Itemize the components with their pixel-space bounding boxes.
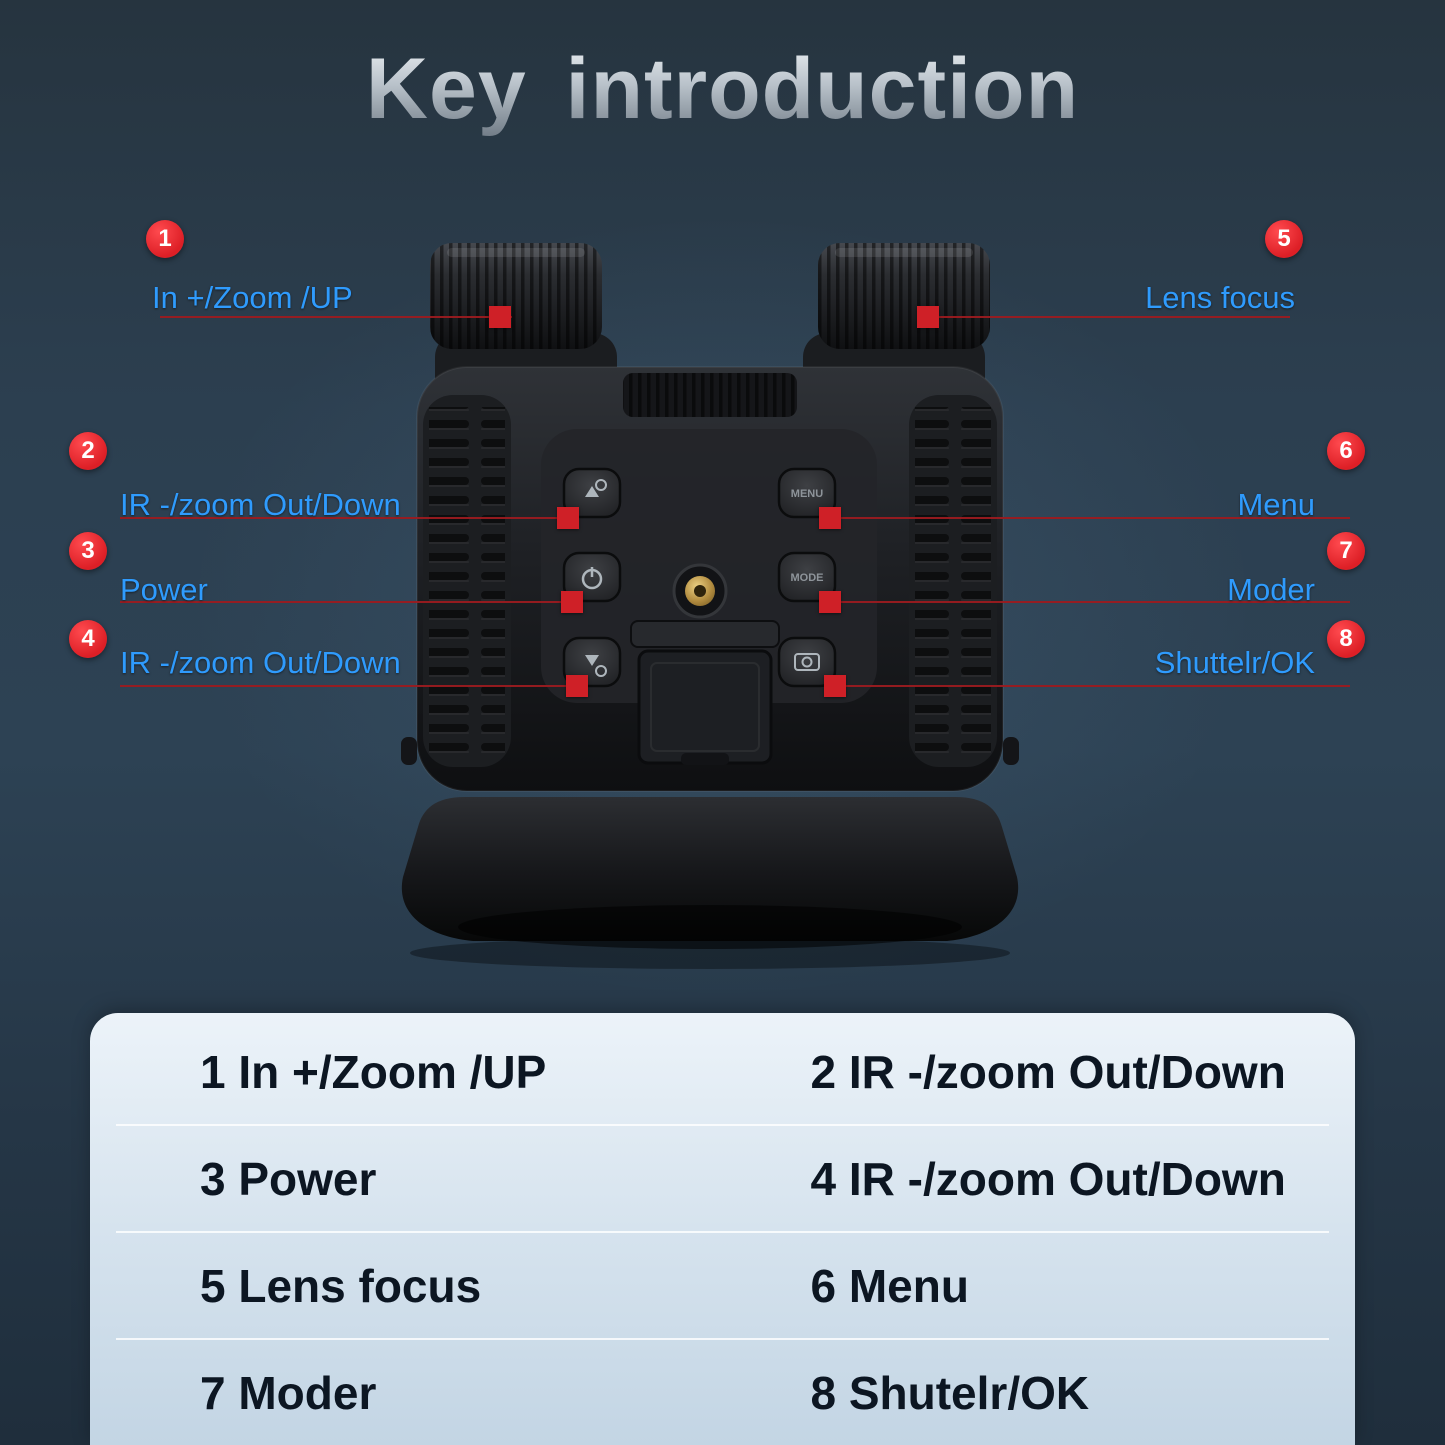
binoculars-illustration: MENU MODE (401, 243, 1019, 969)
left-focus-knob (430, 243, 602, 349)
left-grip (423, 395, 511, 767)
table-row: 3 Power 4 IR -/zoom Out/Down (116, 1124, 1329, 1231)
callout-label-3: Power (120, 572, 208, 607)
magnifier-icon (595, 479, 607, 491)
marker-3 (561, 591, 583, 613)
callout-label-2: IR -/zoom Out/Down (120, 487, 401, 522)
zoom-up-icon (585, 486, 599, 497)
callout-label-1: In +/Zoom /UP (152, 280, 353, 315)
callout-badge-1: 1 (146, 220, 184, 258)
table-cell: 6 Menu (810, 1259, 969, 1312)
right-strap-lug (1003, 737, 1019, 765)
marker-4 (566, 675, 588, 697)
center-rib-texture (623, 373, 797, 417)
device-button-zoom-down (562, 636, 622, 688)
table-cell: 3 Power (200, 1152, 377, 1205)
marker-2 (557, 507, 579, 529)
connector-line-1 (160, 316, 512, 318)
callout-label-4: IR -/zoom Out/Down (120, 645, 401, 680)
device-body-outline (416, 366, 1004, 792)
tripod-mount (672, 563, 728, 619)
camera-lens-icon (801, 656, 813, 668)
marker-5 (917, 306, 939, 328)
page-title: Key introduction (0, 40, 1445, 139)
mode-button-label: MODE (791, 572, 824, 584)
zoom-down-icon (585, 655, 599, 666)
magnifier-icon-2 (595, 665, 607, 677)
marker-8 (824, 675, 846, 697)
callout-badge-4: 4 (69, 620, 107, 658)
callout-badge-3: 3 (69, 532, 107, 570)
device-button-power (562, 551, 622, 603)
connector-line-5 (930, 316, 1290, 318)
callout-badge-6: 6 (1327, 432, 1365, 470)
connector-line-7 (838, 601, 1350, 603)
callout-label-7: Moder (1227, 572, 1315, 607)
device-button-zoom-up (562, 467, 622, 519)
connector-line-8 (843, 685, 1350, 687)
table-cell: 5 Lens focus (200, 1259, 482, 1312)
eyecup-opening (458, 905, 962, 949)
callout-label-6: Menu (1237, 487, 1315, 522)
table-cell: 7 Moder (200, 1366, 377, 1419)
callout-badge-7: 7 (1327, 532, 1365, 570)
connector-line-2 (120, 517, 572, 519)
right-grip (909, 395, 997, 767)
marker-7 (819, 591, 841, 613)
connector-line-3 (120, 601, 576, 603)
marker-6 (819, 507, 841, 529)
battery-plate (630, 620, 780, 765)
table-row: 7 Moder 8 Shutelr/OK (116, 1338, 1329, 1445)
table-cell: 1 In +/Zoom /UP (200, 1045, 547, 1098)
table-cell: 8 Shutelr/OK (810, 1366, 1090, 1419)
device-button-mode: MODE (777, 551, 837, 603)
connector-line-4 (120, 685, 579, 687)
right-focus-knob (818, 243, 990, 349)
device-button-menu: MENU (777, 467, 837, 519)
callout-label-5: Lens focus (1145, 280, 1295, 315)
marker-1 (489, 306, 511, 328)
key-table: 1 In +/Zoom /UP 2 IR -/zoom Out/Down 3 P… (90, 1013, 1355, 1445)
device-shadow (410, 937, 1010, 969)
left-strap-lug (401, 737, 417, 765)
device-button-shutter (777, 636, 837, 688)
callout-badge-8: 8 (1327, 620, 1365, 658)
table-row: 1 In +/Zoom /UP 2 IR -/zoom Out/Down (116, 1019, 1329, 1124)
eyecup-shroud (401, 797, 1019, 941)
camera-icon (794, 653, 820, 671)
table-cell: 2 IR -/zoom Out/Down (810, 1045, 1286, 1098)
callout-badge-2: 2 (69, 432, 107, 470)
callout-badge-5: 5 (1265, 220, 1303, 258)
menu-button-label: MENU (791, 488, 823, 500)
table-cell: 4 IR -/zoom Out/Down (810, 1152, 1286, 1205)
table-row: 5 Lens focus 6 Menu (116, 1231, 1329, 1338)
callout-label-8: Shuttelr/OK (1154, 645, 1315, 680)
connector-line-6 (838, 517, 1350, 519)
